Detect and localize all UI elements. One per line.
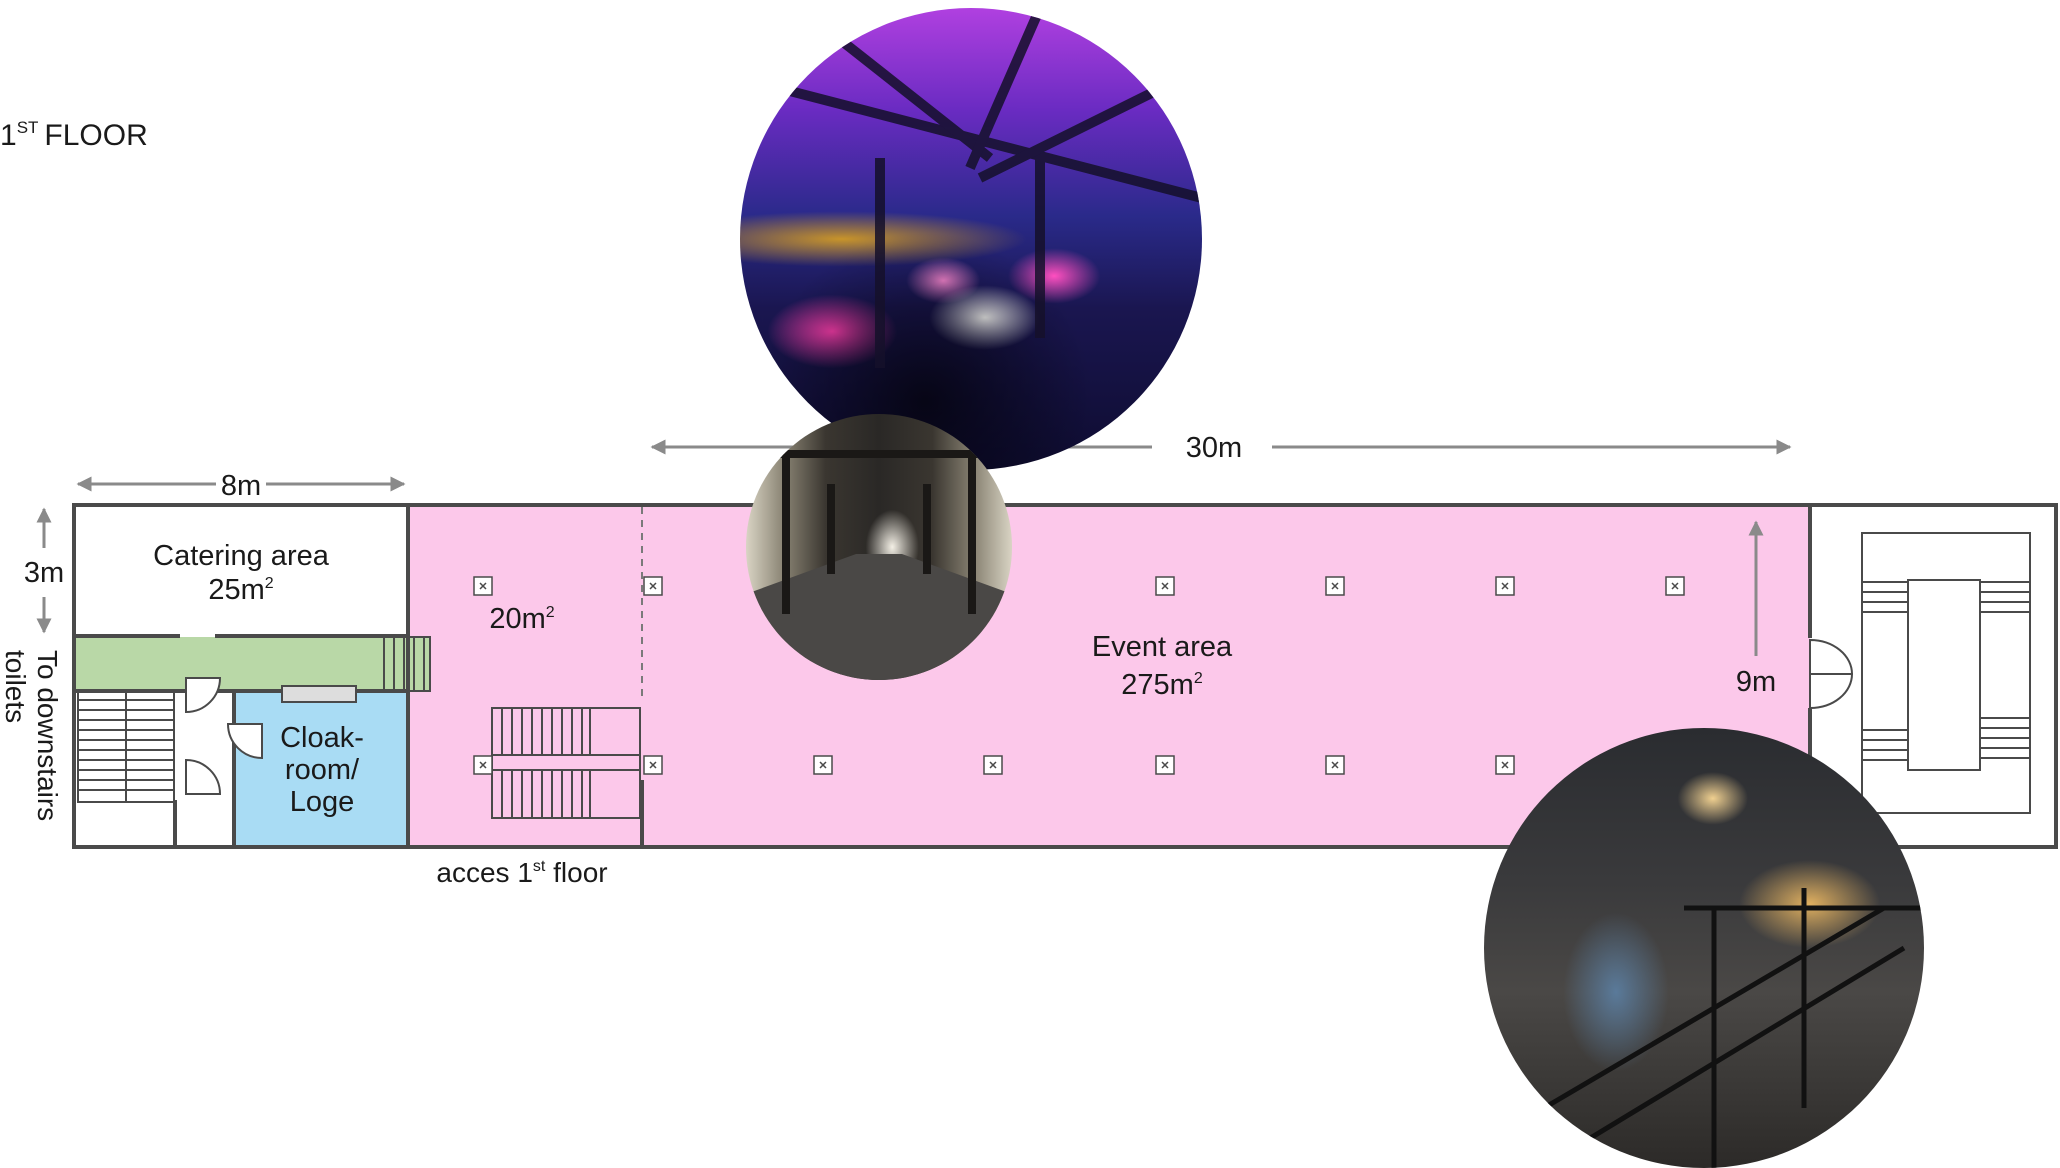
corridor-green [76, 637, 430, 691]
column-marker [1155, 576, 1175, 596]
column-marker [1495, 755, 1515, 775]
access-stairs [491, 707, 641, 819]
cloakroom-line1: Cloak- [280, 722, 364, 754]
catering-name: Catering area [153, 540, 330, 572]
photo-staircase [1484, 728, 1924, 1168]
small-area-size: 20m2 [489, 603, 554, 635]
outer-wall [72, 503, 2058, 849]
column-marker [1495, 576, 1515, 596]
column-marker [473, 755, 493, 775]
dim-depth-main: 9m [1736, 666, 1776, 698]
toilets-note: To downstairs toilets [0, 650, 63, 821]
catering-area: 25m2 [208, 574, 273, 606]
column-marker [473, 576, 493, 596]
column-marker [643, 755, 663, 775]
svg-text:To downstairs: To downstairs [32, 650, 63, 821]
event-area-name: Event area [1092, 631, 1233, 663]
column-marker [983, 755, 1003, 775]
column-marker [1155, 755, 1175, 775]
access-note: acces 1st floor [436, 857, 607, 888]
column-marker [813, 755, 833, 775]
cloakroom-line3: Loge [290, 786, 355, 818]
hall-beams [740, 8, 1202, 368]
event-area-size: 275m2 [1121, 669, 1203, 701]
column-marker [1325, 576, 1345, 596]
right-stairs [1861, 532, 2031, 814]
dim-depth-left: 3m [24, 557, 64, 589]
dim-width-main: 30m [1186, 432, 1242, 464]
svg-text:toilets: toilets [0, 650, 31, 723]
photo-dining-hall [740, 8, 1202, 470]
column-marker [1325, 755, 1345, 775]
cloakroom-line2: room/ [285, 754, 360, 786]
counter [281, 685, 357, 703]
door-swings [185, 638, 1854, 795]
cloakroom-fill [234, 688, 410, 847]
column-marker [1665, 576, 1685, 596]
columns [473, 576, 1685, 775]
corridor-structure [746, 450, 1012, 680]
stair-structure [1542, 888, 1924, 1168]
photo-corridor [746, 414, 1012, 680]
column-marker [643, 576, 663, 596]
dim-width-left: 8m [221, 470, 261, 502]
left-stairs [77, 691, 175, 803]
